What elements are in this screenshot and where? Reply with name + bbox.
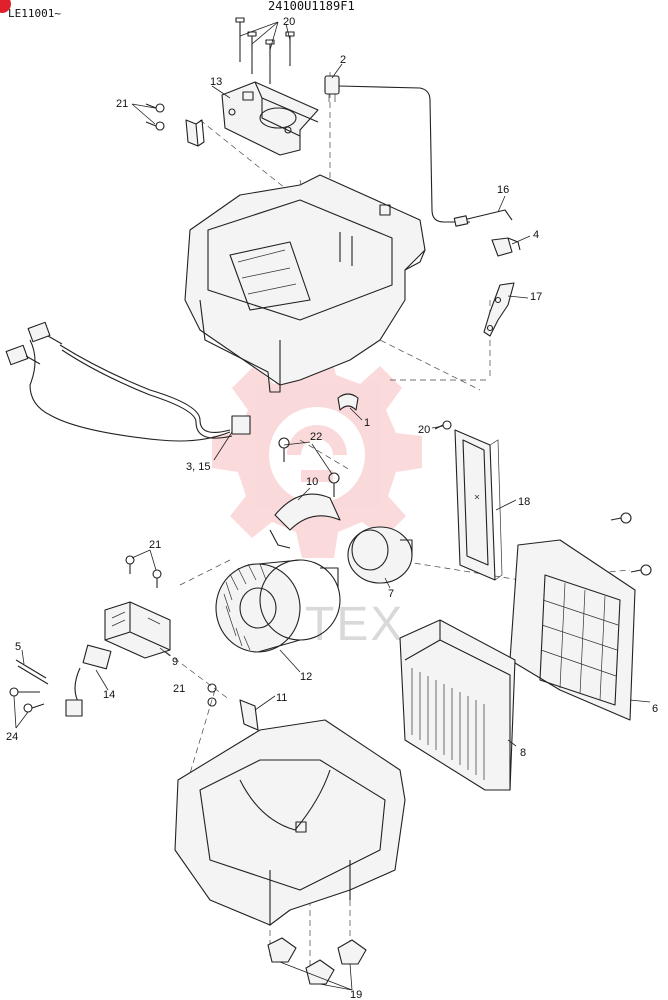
part-11-bracket [207, 683, 259, 731]
callout-17: 17 [530, 291, 542, 303]
callout-21-low: 21 [173, 683, 185, 695]
callout-2: 2 [340, 54, 346, 66]
part-3-15-harness [5, 321, 251, 442]
callout-22: 22 [310, 431, 322, 443]
callout-13: 13 [210, 76, 222, 88]
callout-16: 16 [497, 184, 509, 196]
part-7-motor-cover [347, 526, 413, 584]
screw-set-20 [235, 17, 295, 84]
part-1-clip [337, 393, 359, 411]
callout-20-mid: 20 [418, 424, 430, 436]
callout-21-mid: 21 [149, 539, 161, 551]
callout-24: 24 [6, 731, 18, 743]
part-10-strap [269, 493, 341, 549]
part-21-bracket-top [145, 103, 205, 147]
callout-6: 6 [652, 703, 658, 715]
callout-1: 1 [364, 417, 370, 429]
watermark-text: TEX [305, 598, 404, 651]
part-6-grille [509, 512, 652, 721]
drawing-number: 24100U1189F1 [268, 0, 355, 13]
part-8-heater-core [399, 619, 516, 791]
lower-housing [174, 719, 406, 926]
corner-badge [0, 0, 11, 13]
callout-21-top: 21 [116, 98, 128, 110]
part-19-clips [267, 937, 367, 985]
part-5-spring [15, 659, 49, 685]
callout-19: 19 [350, 989, 362, 1000]
callout-14: 14 [103, 689, 115, 701]
callout-11: 11 [276, 692, 287, 704]
callout-5: 5 [15, 641, 21, 653]
callout-10: 10 [306, 476, 318, 488]
callout-12: 12 [300, 671, 312, 683]
part-21-screws-mid [125, 555, 162, 588]
callout-18: 18 [518, 496, 530, 508]
upper-housing [184, 174, 426, 393]
serial-prefix: LE11001~ [8, 7, 61, 20]
callout-labels: 20 2 13 21 16 4 17 1 20 22 3, 15 10 18 2… [6, 16, 658, 1000]
part-17-lever [483, 282, 515, 337]
part-20-screw-mid [434, 420, 452, 430]
callout-3-15: 3, 15 [186, 461, 210, 473]
callout-8: 8 [520, 747, 526, 759]
part-14-connector [65, 644, 112, 717]
watermark-logo [212, 350, 422, 558]
part-2-sensor [324, 75, 470, 223]
callout-20-top: 20 [283, 16, 295, 28]
part-22-screws [278, 437, 340, 497]
part-9-resistor [104, 601, 171, 659]
callout-4: 4 [533, 229, 539, 241]
leader-lines [13, 21, 651, 991]
part-4-clip [491, 237, 521, 257]
callout-7: 7 [388, 588, 394, 600]
part-18-filter-frame [454, 429, 503, 581]
part-12-blower-fan [215, 559, 341, 653]
part-13-actuator [221, 81, 319, 156]
part-16-rod [453, 209, 513, 227]
callout-9: 9 [172, 656, 178, 668]
